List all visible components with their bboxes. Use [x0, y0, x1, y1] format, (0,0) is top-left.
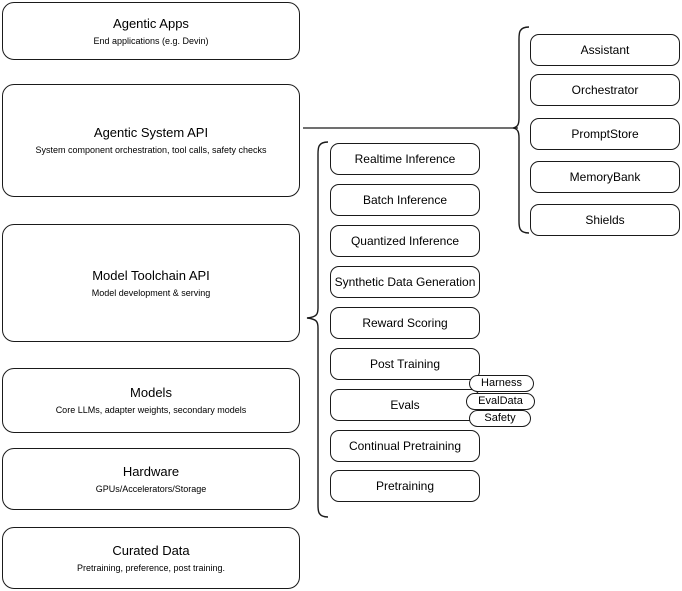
component-promptstore[interactable]: PromptStore [530, 118, 680, 150]
capability-evals[interactable]: Evals [330, 389, 480, 421]
component-memorybank[interactable]: MemoryBank [530, 161, 680, 193]
evals-tag-harness[interactable]: Harness [469, 375, 534, 392]
capability-label: Evals [390, 398, 420, 412]
layer-title: Agentic Apps [113, 15, 189, 31]
brace-right-column [512, 26, 530, 234]
evals-tag-safety[interactable]: Safety [469, 410, 531, 427]
layer-models[interactable]: Models Core LLMs, adapter weights, secon… [2, 368, 300, 433]
capability-synthetic-data-generation[interactable]: Synthetic Data Generation [330, 266, 480, 298]
evals-tag-label: Harness [481, 377, 522, 389]
layer-title: Agentic System API [93, 125, 209, 140]
component-label: Assistant [580, 43, 630, 57]
layer-hardware[interactable]: Hardware GPUs/Accelerators/Storage [2, 448, 300, 510]
layer-curated-data[interactable]: Curated Data Pretraining, preference, po… [2, 527, 300, 589]
capability-label: Continual Pretraining [348, 439, 462, 453]
capability-post-training[interactable]: Post Training [330, 348, 480, 380]
component-label: Orchestrator [571, 83, 639, 97]
capability-label: Realtime Inference [354, 152, 456, 166]
capability-label: Post Training [369, 357, 441, 371]
capability-batch-inference[interactable]: Batch Inference [330, 184, 480, 216]
layer-subtitle: Core LLMs, adapter weights, secondary mo… [55, 405, 247, 415]
capability-quantized-inference[interactable]: Quantized Inference [330, 225, 480, 257]
evals-tag-label: Safety [484, 412, 516, 424]
capability-continual-pretraining[interactable]: Continual Pretraining [330, 430, 480, 462]
component-shields[interactable]: Shields [530, 204, 680, 236]
capability-label: Pretraining [375, 479, 435, 493]
layer-subtitle: System component orchestration, tool cal… [35, 145, 267, 155]
brace-middle-column [306, 141, 329, 518]
capability-label: Reward Scoring [362, 316, 448, 330]
layer-title: Hardware [122, 463, 180, 479]
component-assistant[interactable]: Assistant [530, 34, 680, 66]
component-label: PromptStore [571, 127, 639, 141]
layer-subtitle: Model development & serving [91, 287, 211, 298]
component-orchestrator[interactable]: Orchestrator [530, 74, 680, 106]
component-label: Shields [585, 213, 625, 227]
layer-title: Curated Data [112, 542, 190, 558]
capability-pretraining[interactable]: Pretraining [330, 470, 480, 502]
capability-realtime-inference[interactable]: Realtime Inference [330, 143, 480, 175]
layer-subtitle: Pretraining, preference, post training. [76, 562, 226, 573]
layer-agentic-apps[interactable]: Agentic Apps End applications (e.g. Devi… [2, 2, 300, 60]
capability-reward-scoring[interactable]: Reward Scoring [330, 307, 480, 339]
capability-label: Quantized Inference [350, 234, 460, 248]
layer-model-toolchain-api[interactable]: Model Toolchain API Model development & … [2, 224, 300, 342]
layer-title: Models [130, 385, 172, 400]
layer-agentic-system-api[interactable]: Agentic System API System component orch… [2, 84, 300, 197]
component-label: MemoryBank [569, 170, 641, 184]
layer-title: Model Toolchain API [92, 267, 210, 283]
evals-tag-label: EvalData [478, 395, 523, 407]
capability-label: Synthetic Data Generation [334, 275, 476, 289]
capability-label: Batch Inference [362, 193, 448, 207]
evals-tag-evaldata[interactable]: EvalData [466, 393, 535, 410]
layer-subtitle: End applications (e.g. Devin) [93, 35, 209, 46]
layer-subtitle: GPUs/Accelerators/Storage [95, 483, 207, 494]
